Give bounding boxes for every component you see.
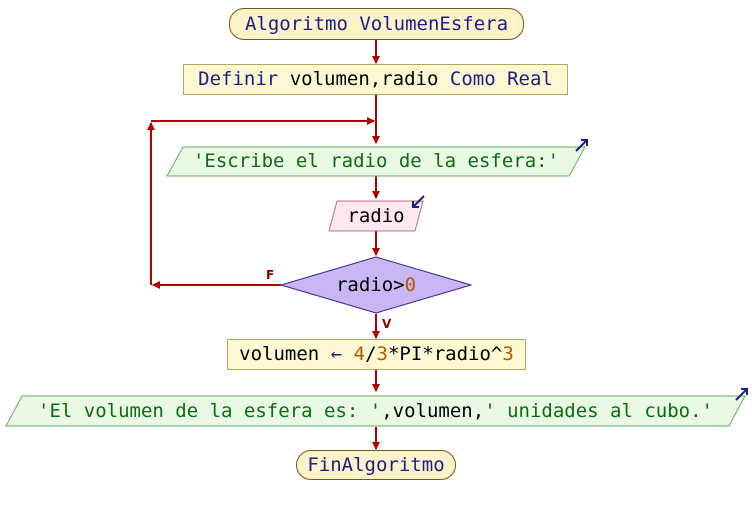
false-label: F [266,268,275,282]
assign-num-1: 4 [353,343,366,365]
assign-process: volumen ← 4/3*PI*radio^3 [227,339,526,370]
true-label: V [382,317,392,331]
decision-shape [279,256,473,314]
start-keyword: Algoritmo [244,12,348,35]
prompt-text: 'Escribe el radio de la esfera:' [192,150,560,172]
define-vars: volumen,radio [289,68,439,90]
output-marker-icon [575,139,588,152]
read-var: radio [347,204,405,227]
define-type: Como Real [449,68,553,90]
assign-target: volumen [239,343,320,365]
input-marker-icon [412,195,425,208]
result-output: 'El volumen de la esfera es: ',volumen,'… [14,396,737,426]
define-process: Definir volumen,radio Como Real [183,64,568,95]
define-keyword: Definir [198,68,279,90]
assign-num-3: 3 [502,343,514,365]
assign-num-2: 3 [376,343,388,365]
output-marker-icon-2 [735,388,748,401]
output-string-1: 'El volumen de la esfera es: ' [38,399,382,422]
end-keyword: FinAlgoritmo [307,453,445,476]
condition-number: 0 [404,273,417,296]
output-string-2: ' unidades al cubo.' [484,399,713,422]
assign-arrow: ← [330,343,343,365]
prompt-output: 'Escribe el radio de la esfera:' [175,147,577,176]
assign-expression: *PI*radio^ [387,343,503,365]
condition-var: radio> [335,273,405,296]
start-terminal: Algoritmo VolumenEsfera [229,8,524,40]
output-var: volumen [392,399,473,422]
read-input: radio [333,201,419,231]
algorithm-name: VolumenEsfera [359,12,509,35]
end-terminal: FinAlgoritmo [296,450,456,480]
assign-slash: / [365,343,377,365]
condition: radio>0 [281,271,471,299]
output-sep-2: , [472,399,485,422]
prompt-output-shape [166,146,586,177]
read-input-shape [328,200,424,232]
result-output-shape [5,395,746,427]
output-sep-1: , [381,399,393,422]
